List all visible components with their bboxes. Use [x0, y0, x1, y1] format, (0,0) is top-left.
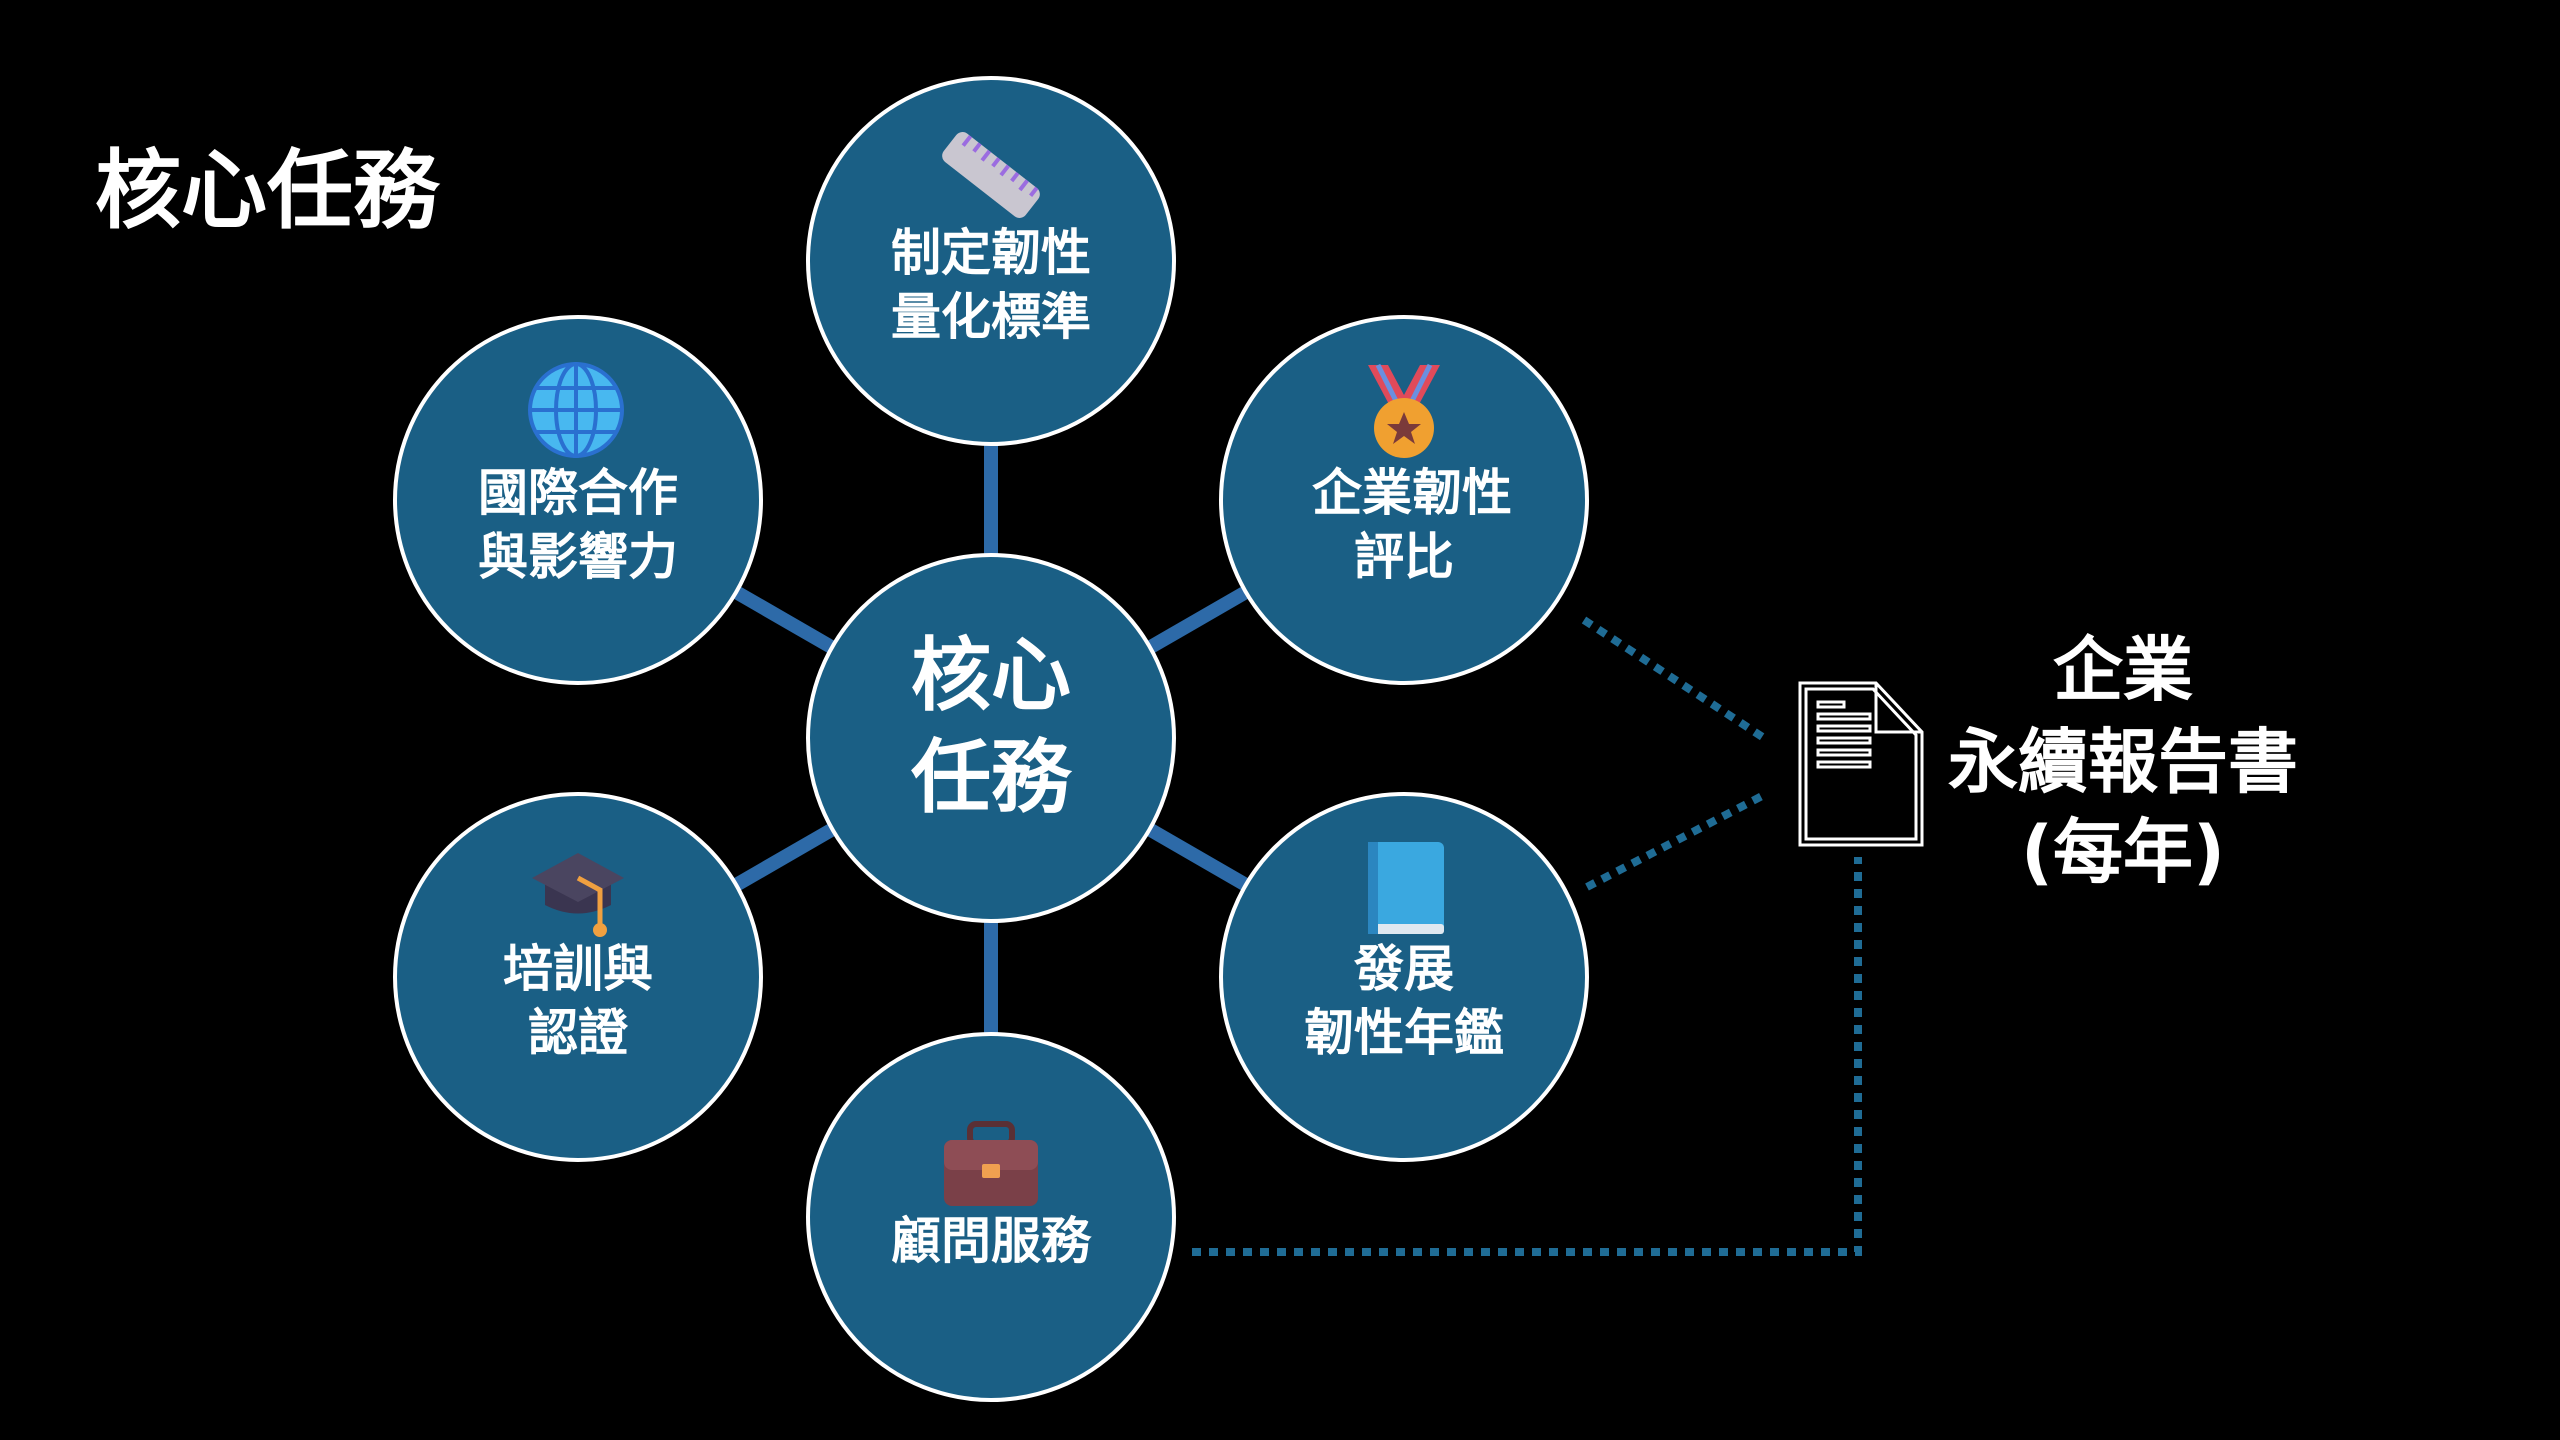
center-label-1: 核心 [911, 629, 1071, 722]
node-standards[interactable] [806, 76, 1176, 446]
connector-lower-left [732, 822, 837, 892]
dotted-line-book [1585, 791, 1766, 891]
node-training-label-2: 認證 [528, 1004, 629, 1062]
node-international-label-2: 與影響力 [478, 528, 678, 586]
node-rating-label-2: 評比 [1354, 528, 1454, 586]
node-standards-label-2: 量化標準 [891, 288, 1091, 346]
graduation-cap-icon [532, 853, 624, 937]
connector-upper-left [732, 585, 837, 655]
globe-icon [528, 362, 624, 458]
connectors [732, 444, 1250, 1034]
node-rating[interactable] [1219, 315, 1589, 685]
node-center[interactable] [806, 553, 1176, 923]
connector-lower-right [1145, 822, 1250, 892]
dotted-line-consulting [1192, 857, 1862, 1256]
report-label-3: (每年) [2021, 811, 2225, 893]
medal-icon [1368, 363, 1440, 458]
node-standards-label-1: 制定韌性 [891, 224, 1091, 282]
document-icon [1798, 681, 1924, 847]
dotted-line-medal [1581, 616, 1767, 742]
node-yearbook-label-1: 發展 [1353, 940, 1454, 998]
report-label-2: 永續報告書 [1948, 721, 2298, 803]
center-label-2: 任務 [911, 731, 1073, 824]
report-label-1: 企業 [2053, 629, 2193, 711]
node-rating-label-1: 企業韌性 [1312, 464, 1512, 522]
connector-upper-right [1145, 585, 1250, 655]
node-consulting[interactable] [806, 1032, 1176, 1402]
ruler-icon [942, 132, 1040, 218]
node-international[interactable] [393, 315, 763, 685]
node-yearbook[interactable] [1219, 792, 1589, 1162]
page-title: 核心任務 [95, 141, 441, 241]
node-consulting-label-1: 顧問服務 [891, 1212, 1092, 1270]
node-training-label-1: 培訓與 [503, 940, 653, 998]
briefcase-icon [944, 1121, 1038, 1206]
node-training[interactable] [393, 792, 763, 1162]
node-international-label-1: 國際合作 [478, 464, 678, 522]
node-yearbook-label-2: 韌性年鑑 [1304, 1004, 1504, 1062]
book-icon [1368, 842, 1444, 934]
dotted-connectors [1192, 616, 1862, 1256]
